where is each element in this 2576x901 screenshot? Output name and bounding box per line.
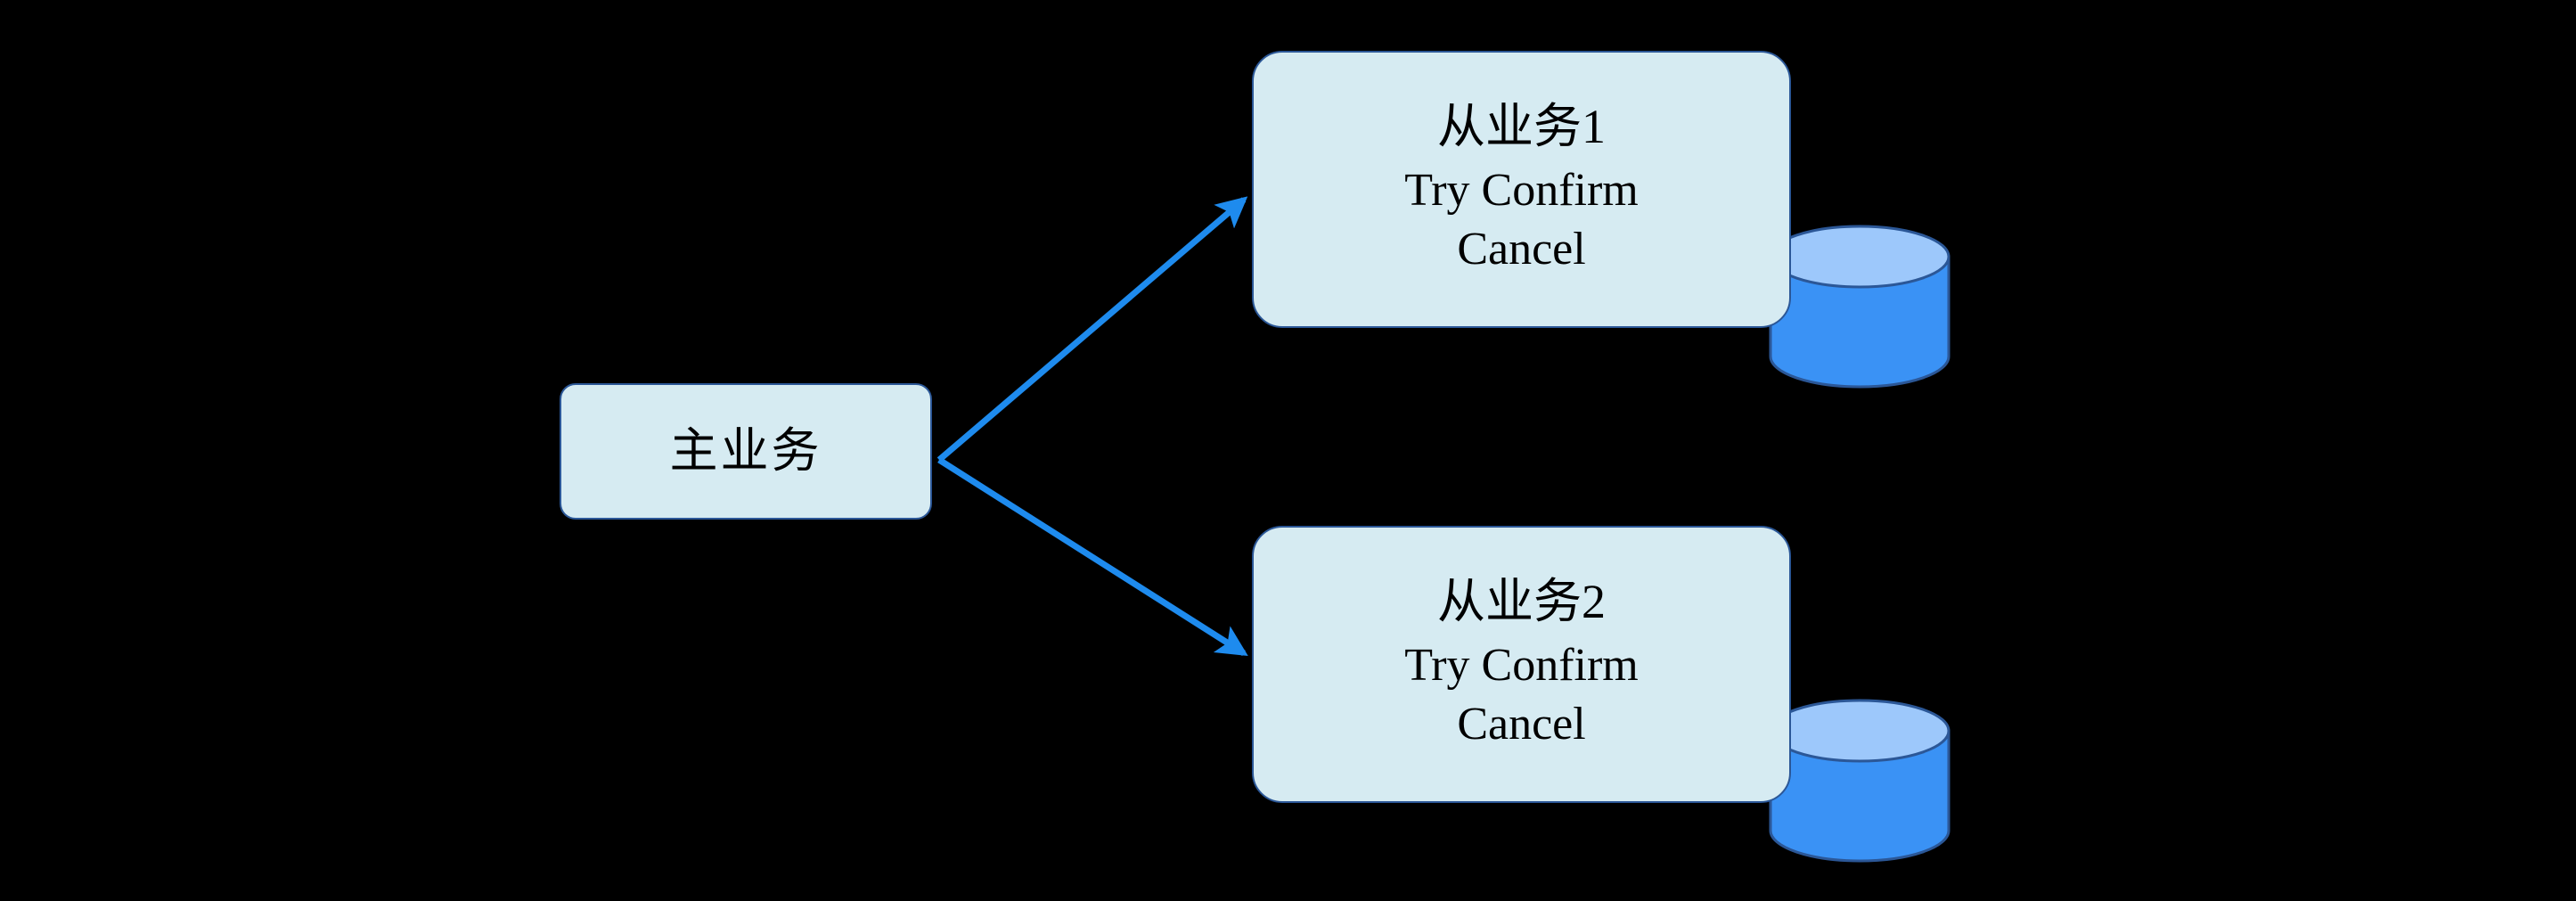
- database-cylinder-2-icon: [1769, 699, 1950, 863]
- edge-main-to-sub1: [936, 196, 1248, 463]
- edge-main-to-sub2: [937, 457, 1248, 657]
- node-sub-business-1-title: 从业务1: [1437, 100, 1606, 154]
- node-main-business-label: 主业务: [669, 423, 822, 478]
- node-sub-business-1[interactable]: 从业务1 Try Confirm Cancel: [1252, 51, 1791, 328]
- node-sub-business-2-operations-line2: Cancel: [1457, 699, 1586, 750]
- node-sub-business-2-title: 从业务2: [1437, 575, 1606, 629]
- database-cylinder-1-icon: [1769, 225, 1950, 389]
- node-sub-business-2-operations-line1: Try Confirm: [1404, 639, 1639, 691]
- node-sub-business-1-operations-line2: Cancel: [1457, 224, 1586, 275]
- node-sub-business-1-operations-line1: Try Confirm: [1404, 164, 1639, 216]
- node-main-business[interactable]: 主业务: [560, 383, 932, 520]
- node-sub-business-2[interactable]: 从业务2 Try Confirm Cancel: [1252, 526, 1791, 803]
